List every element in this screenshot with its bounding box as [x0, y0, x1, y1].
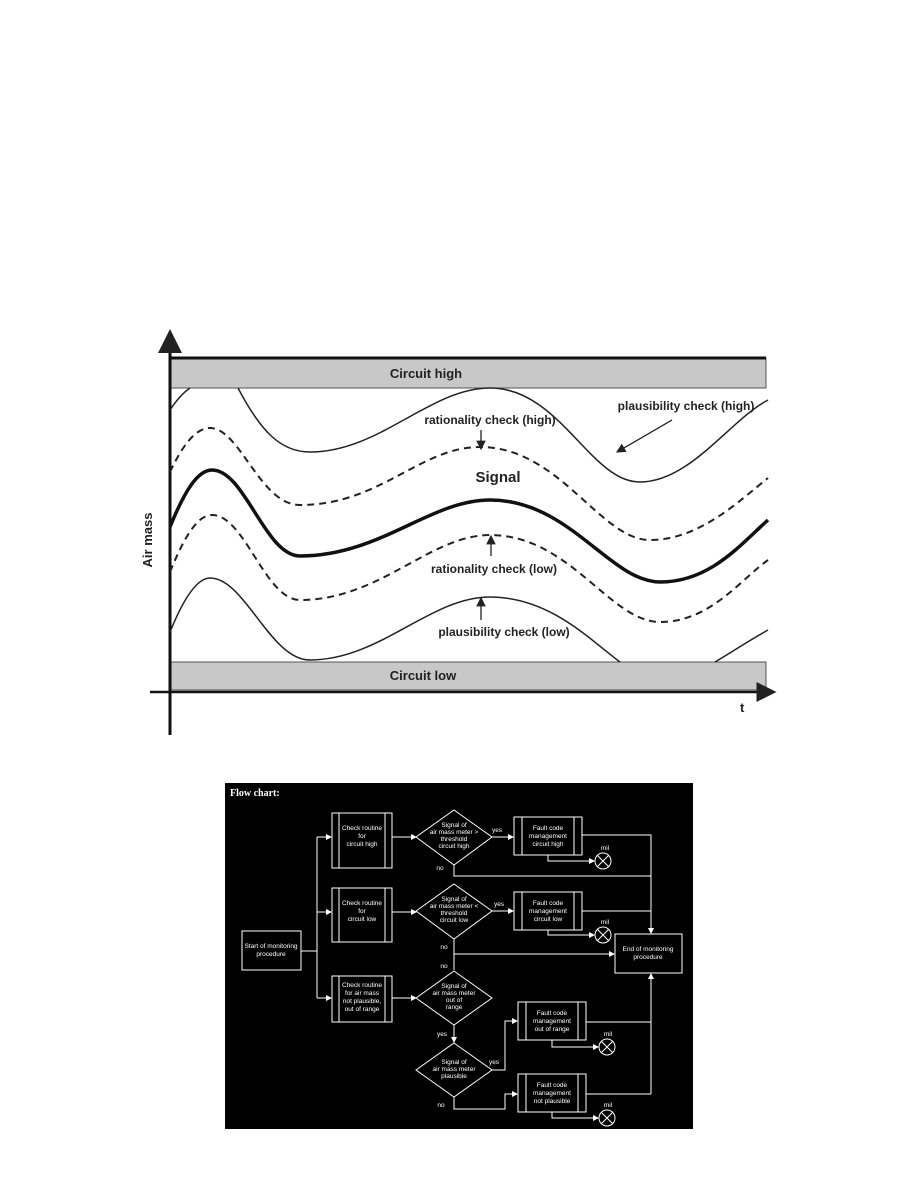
yes-label: yes [437, 1031, 448, 1038]
circuit-high-band [169, 357, 767, 389]
rationality-high-curve [169, 426, 769, 542]
plausibility-low-label: plausibility check (low) [438, 625, 569, 639]
mil-lamp-icon: mil [594, 919, 612, 944]
flowchart: Flow chart: [225, 783, 693, 1129]
no-label: no [440, 944, 448, 951]
yes-label: yes [492, 827, 503, 834]
plausibility-high-label: plausibility check (high) [618, 399, 755, 413]
mil-lamp-icon: mil [598, 1102, 616, 1127]
rationality-high-label: rationality check (high) [424, 413, 555, 427]
signal-curve [168, 468, 770, 584]
y-axis-label: Air mass [140, 513, 155, 568]
circuit-high-label: Circuit high [390, 366, 462, 381]
mil-lamp-icon: mil [594, 845, 612, 870]
rationality-low-curve [169, 513, 769, 624]
circuit-low-label: Circuit low [390, 668, 457, 683]
no-label: no [437, 1102, 445, 1109]
yes-label: yes [494, 901, 505, 908]
plausibility-low-curve [169, 577, 769, 663]
air-mass-diagram: Circuit high Circuit low Air mass t Sign… [140, 329, 777, 735]
no-label: no [436, 865, 444, 872]
rationality-low-label: rationality check (low) [431, 562, 557, 576]
svg-text:mil: mil [601, 845, 610, 852]
signal-label: Signal [475, 469, 520, 486]
circuit-low-band [169, 661, 767, 691]
svg-text:mil: mil [601, 919, 610, 926]
yes-label: yes [489, 1059, 500, 1066]
flowchart-connectors [301, 834, 651, 1121]
svg-text:mil: mil [604, 1031, 613, 1038]
mil-lamp-icon: mil [598, 1031, 616, 1056]
svg-text:mil: mil [604, 1102, 613, 1109]
no-label: no [440, 963, 448, 970]
x-axis-label: t [740, 700, 745, 715]
flowchart-title: Flow chart: [230, 788, 280, 799]
plausibility-high-curve [169, 387, 769, 483]
